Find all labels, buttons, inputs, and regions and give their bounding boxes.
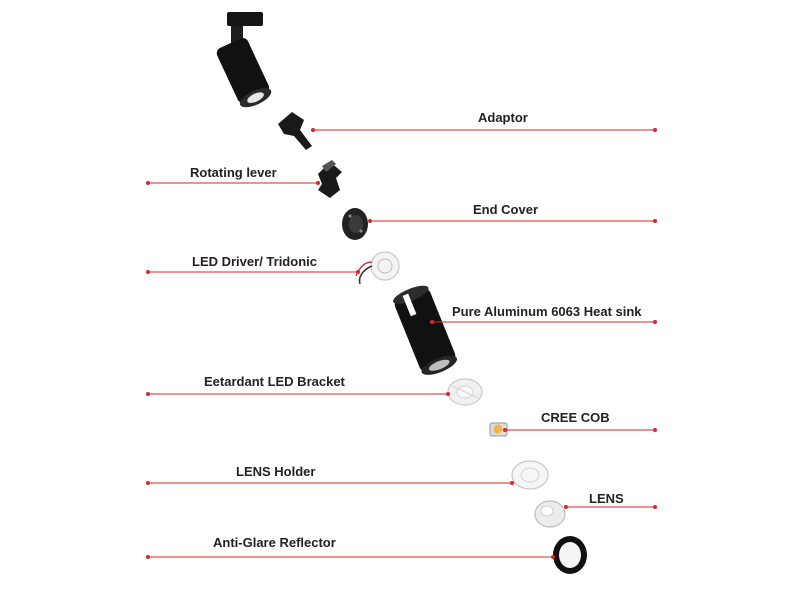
cree-cob-label: CREE COB <box>541 410 610 425</box>
led-driver-leader-dot-start <box>146 270 150 274</box>
lens-holder-part <box>511 460 549 490</box>
adaptor-part <box>278 112 312 150</box>
lens-label: LENS <box>589 491 624 506</box>
assembled-track-light <box>216 12 272 108</box>
led-driver-label: LED Driver/ Tridonic <box>192 254 317 269</box>
rotating-lever-leader-dot-end <box>316 181 320 185</box>
end-cover-leader-dot-end <box>653 219 657 223</box>
assembled-body-part <box>216 38 272 108</box>
led-bracket-part <box>447 378 483 406</box>
end-cover-part <box>342 208 368 240</box>
adaptor-label: Adaptor <box>478 110 528 125</box>
heat-sink-part <box>393 285 458 375</box>
cree-cob-leader-dot-end <box>653 428 657 432</box>
leader-lines <box>146 128 657 559</box>
heat-sink-leader-dot-start <box>430 320 434 324</box>
led-bracket-leader-dot-end <box>446 392 450 396</box>
led-bracket-label: Eetardant LED Bracket <box>204 374 345 389</box>
led-driver-part <box>355 251 400 285</box>
lens-part <box>534 500 566 528</box>
end-cover-leader-dot-start <box>368 219 372 223</box>
end-cover-label: End Cover <box>473 202 539 217</box>
anti-glare-reflector-part <box>553 536 587 574</box>
adaptor-leader-dot-end <box>653 128 657 132</box>
lens-holder-label: LENS Holder <box>236 464 316 479</box>
led-driver-leader-dot-end <box>356 270 360 274</box>
lens-holder-leader-dot-start <box>146 481 150 485</box>
anti-glare-reflector-leader-dot-start <box>146 555 150 559</box>
adaptor-leader-dot-start <box>311 128 315 132</box>
anti-glare-reflector-leader-dot-end <box>551 555 555 559</box>
lens-leader-dot-end <box>653 505 657 509</box>
rotating-lever-part <box>318 160 342 198</box>
lens-leader-dot-start <box>564 505 568 509</box>
rotating-lever-leader-dot-start <box>146 181 150 185</box>
cree-cob-part <box>489 422 508 437</box>
led-bracket-leader-dot-start <box>146 392 150 396</box>
cree-cob-leader-dot-start <box>503 428 507 432</box>
heat-sink-leader-dot-end <box>653 320 657 324</box>
track-connector-part <box>227 12 263 26</box>
rotating-lever-label: Rotating lever <box>190 165 277 180</box>
lens-holder-leader-dot-end <box>510 481 514 485</box>
anti-glare-reflector-label: Anti-Glare Reflector <box>213 535 336 550</box>
heat-sink-label: Pure Aluminum 6063 Heat sink <box>452 304 642 319</box>
